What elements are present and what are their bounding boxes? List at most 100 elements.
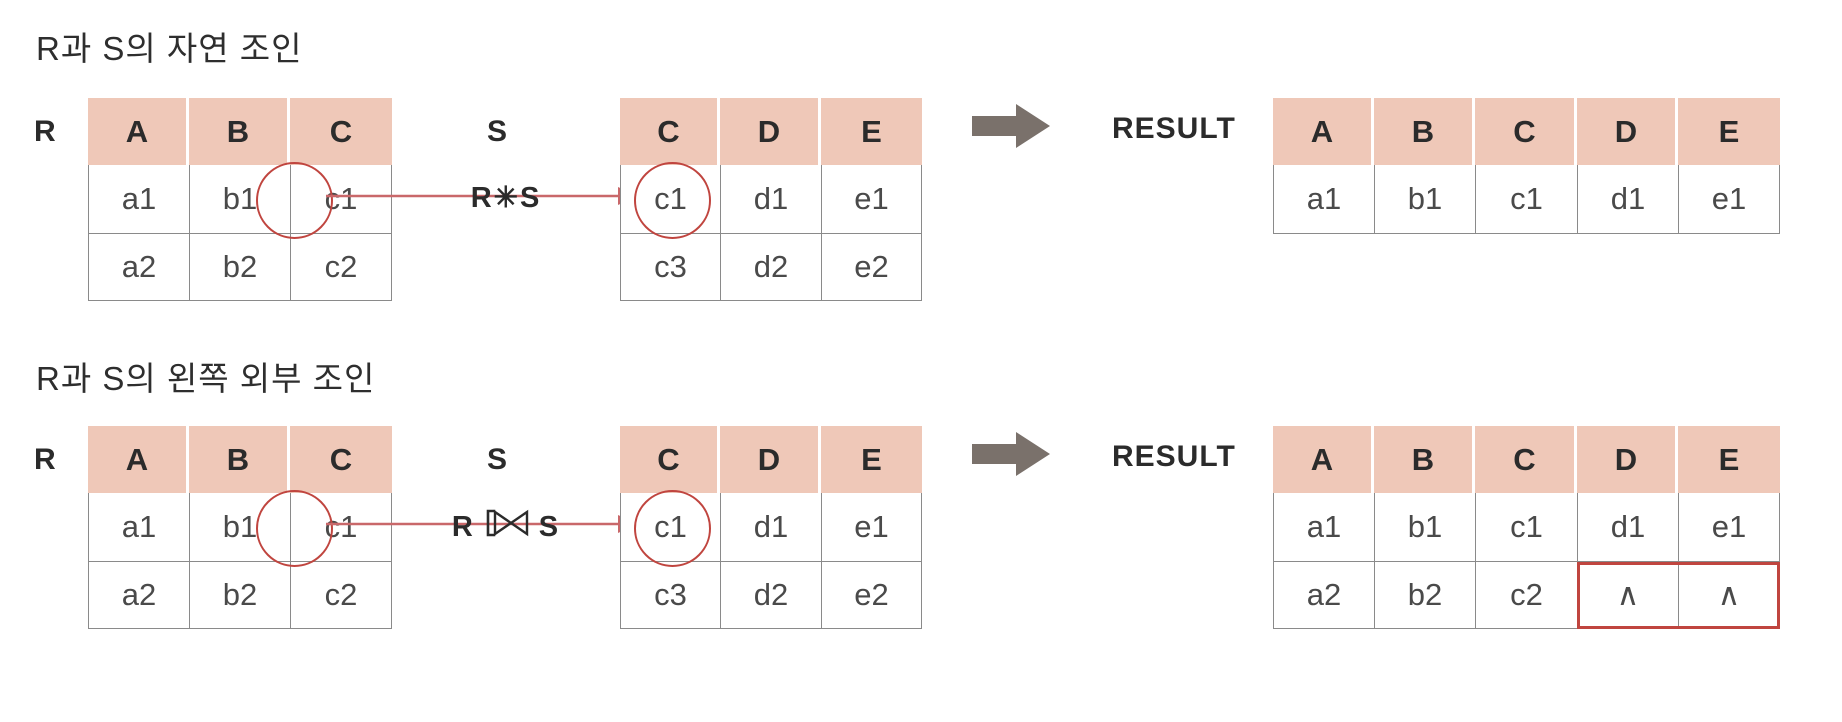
table-cell: e2	[821, 562, 922, 629]
table-cell: c1	[290, 493, 392, 562]
table-s-outer: C D E c1 d1 e1 c3 d2 e2	[620, 426, 922, 629]
table-cell-null: ∧	[1678, 562, 1780, 629]
table-cell: c1	[1475, 493, 1577, 562]
relation-label-r-natural: R	[34, 115, 57, 148]
table-row-header: C D E	[620, 98, 922, 165]
table-cell: a1	[1273, 165, 1374, 234]
table-row: a1 b1 c1	[88, 493, 392, 562]
table-row: c3 d2 e2	[620, 562, 922, 629]
flow-arrow-icon	[972, 432, 1050, 476]
table-cell: c2	[290, 562, 392, 629]
table-cell: b2	[189, 234, 290, 301]
col-header: A	[1273, 426, 1374, 493]
section-title-natural-join: R과 S의 자연 조인	[36, 30, 303, 67]
col-header: D	[1577, 426, 1678, 493]
relation-label-r-outer: R	[34, 443, 57, 476]
table-cell: a1	[88, 165, 189, 234]
table-row-header: A B C D E	[1273, 426, 1780, 493]
col-header: B	[1374, 98, 1475, 165]
table-cell: e1	[1678, 165, 1780, 234]
col-header: A	[1273, 98, 1374, 165]
table-cell-null: ∧	[1577, 562, 1678, 629]
table-row-header: A B C	[88, 98, 392, 165]
col-header: C	[620, 98, 720, 165]
table-result-outer: A B C D E a1 b1 c1 d1 e1 a2 b2 c2 ∧ ∧	[1273, 426, 1780, 629]
table-cell: a1	[88, 493, 189, 562]
relation-label-s-natural: S	[487, 115, 508, 148]
relation-label-result-outer: RESULT	[1112, 440, 1236, 473]
table-cell: e1	[821, 165, 922, 234]
table-cell: a2	[88, 234, 189, 301]
table-cell: c1	[290, 165, 392, 234]
flow-arrow-icon	[972, 104, 1050, 148]
table-cell: b2	[1374, 562, 1475, 629]
table-row: a2 b2 c2 ∧ ∧	[1273, 562, 1780, 629]
join-operator-left-operand: R	[451, 510, 475, 543]
col-header: D	[720, 98, 821, 165]
left-outer-join-bowtie-icon	[484, 508, 530, 546]
table-row-header: C D E	[620, 426, 922, 493]
col-header: D	[720, 426, 821, 493]
table-cell: d1	[720, 493, 821, 562]
table-cell: c1	[620, 165, 720, 234]
col-header: B	[1374, 426, 1475, 493]
table-cell: d2	[720, 234, 821, 301]
col-header: C	[290, 426, 392, 493]
table-cell: c3	[620, 562, 720, 629]
table-row: c3 d2 e2	[620, 234, 922, 301]
table-cell: c3	[620, 234, 720, 301]
join-operator-text: R✳S	[470, 182, 542, 214]
table-s-natural: C D E c1 d1 e1 c3 d2 e2	[620, 98, 922, 301]
table-cell: c1	[620, 493, 720, 562]
col-header: B	[189, 426, 290, 493]
table-row: a2 b2 c2	[88, 562, 392, 629]
section-title-left-outer-join: R과 S의 왼쪽 외부 조인	[36, 360, 376, 397]
table-cell: a1	[1273, 493, 1374, 562]
table-row: a1 b1 c1 d1 e1	[1273, 493, 1780, 562]
col-header: E	[1678, 98, 1780, 165]
table-cell: c1	[1475, 165, 1577, 234]
table-cell: e1	[1678, 493, 1780, 562]
col-header: C	[1475, 98, 1577, 165]
col-header: C	[290, 98, 392, 165]
table-cell: b1	[1374, 493, 1475, 562]
table-row: a2 b2 c2	[88, 234, 392, 301]
table-row: c1 d1 e1	[620, 493, 922, 562]
col-header: C	[620, 426, 720, 493]
table-row: a1 b1 c1	[88, 165, 392, 234]
table-cell: a2	[88, 562, 189, 629]
col-header: E	[1678, 426, 1780, 493]
col-header: D	[1577, 98, 1678, 165]
col-header: E	[821, 98, 922, 165]
table-row-header: A B C D E	[1273, 98, 1780, 165]
table-row: c1 d1 e1	[620, 165, 922, 234]
table-cell: d2	[720, 562, 821, 629]
col-header: A	[88, 98, 189, 165]
table-cell: d1	[720, 165, 821, 234]
table-cell: a2	[1273, 562, 1374, 629]
table-cell: b1	[189, 493, 290, 562]
table-cell: b2	[189, 562, 290, 629]
table-cell: b1	[189, 165, 290, 234]
table-row: a1 b1 c1 d1 e1	[1273, 165, 1780, 234]
join-operator-outer: R S	[392, 508, 620, 546]
join-operator-natural: R✳S	[392, 180, 620, 215]
table-cell: c2	[1475, 562, 1577, 629]
col-header: A	[88, 426, 189, 493]
table-cell: d1	[1577, 493, 1678, 562]
table-result-natural: A B C D E a1 b1 c1 d1 e1	[1273, 98, 1780, 234]
col-header: E	[821, 426, 922, 493]
relation-label-s-outer: S	[487, 443, 508, 476]
table-cell: e1	[821, 493, 922, 562]
table-r-natural: A B C a1 b1 c1 a2 b2 c2	[88, 98, 392, 301]
col-header: B	[189, 98, 290, 165]
table-cell: e2	[821, 234, 922, 301]
relation-label-result-natural: RESULT	[1112, 112, 1236, 145]
table-cell: c2	[290, 234, 392, 301]
table-cell: b1	[1374, 165, 1475, 234]
table-row-header: A B C	[88, 426, 392, 493]
join-operator-right-operand: S	[538, 510, 561, 543]
table-r-outer: A B C a1 b1 c1 a2 b2 c2	[88, 426, 392, 629]
col-header: C	[1475, 426, 1577, 493]
